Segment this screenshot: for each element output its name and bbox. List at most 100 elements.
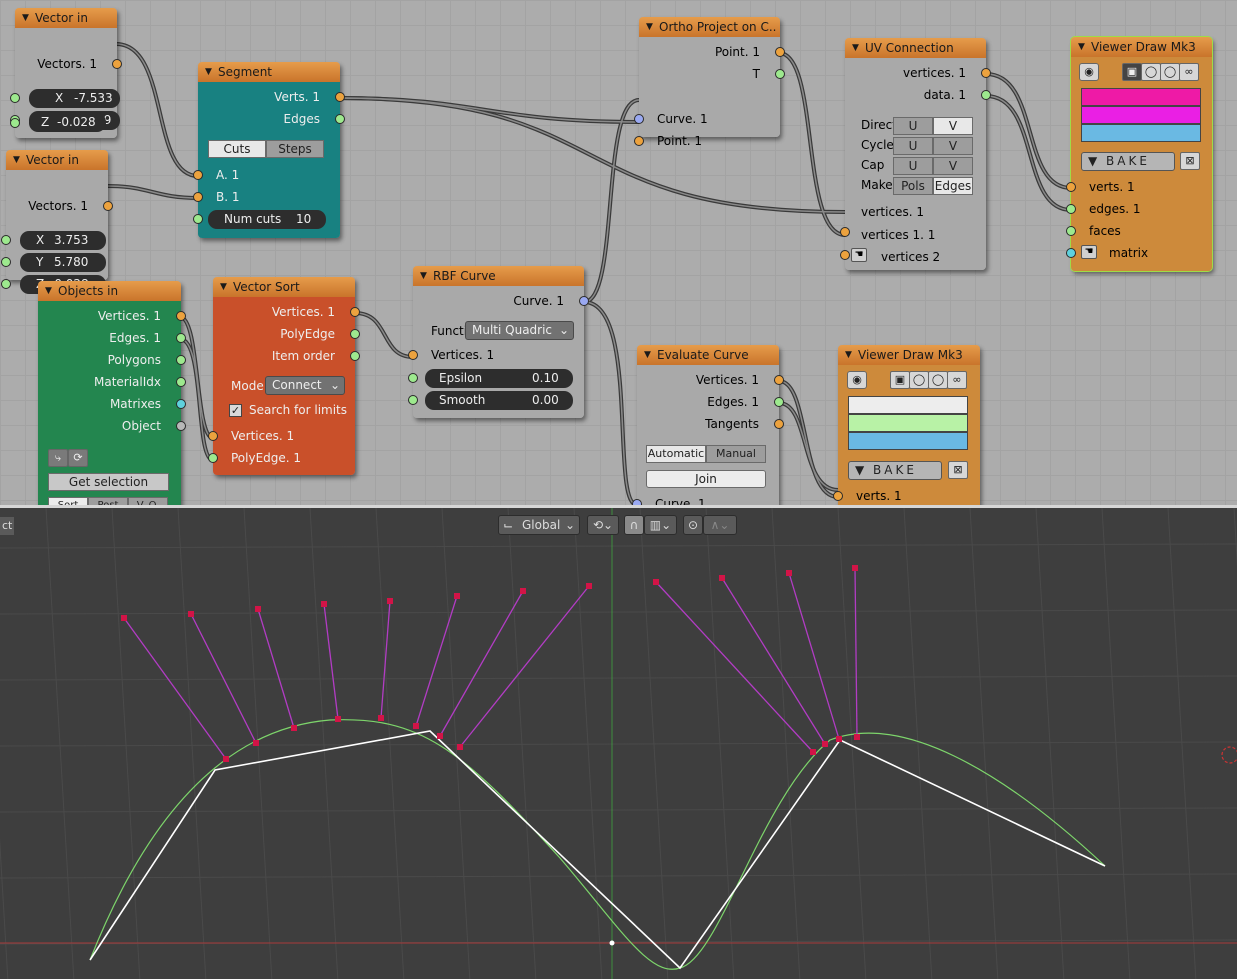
output-edges-socket[interactable]	[176, 333, 186, 343]
collapse-icon[interactable]: ▼	[420, 271, 427, 281]
x-socket[interactable]	[10, 93, 20, 103]
output-matrixes-socket[interactable]	[176, 399, 186, 409]
node-viewer-draw-1[interactable]: ▼Viewer Draw Mk3 ◉ ▣ ◯ ◯ ∞ ▼BAKE ⊠ verts…	[1066, 36, 1213, 272]
snap-toggle[interactable]: ∩	[624, 515, 644, 535]
output-object-socket[interactable]	[176, 421, 186, 431]
input-verts-socket[interactable]	[1066, 182, 1076, 192]
bake-button[interactable]: ▼BAKE	[848, 461, 942, 480]
epsilon-socket[interactable]	[408, 373, 418, 383]
input-polyedge-socket[interactable]	[208, 453, 218, 463]
node-header[interactable]: ▼Segment	[198, 62, 340, 82]
eye-icon[interactable]: ◉	[1079, 63, 1099, 81]
num-cuts-socket[interactable]	[193, 214, 203, 224]
bake-options-icon[interactable]: ⊠	[1180, 152, 1200, 170]
output-vectors-socket[interactable]	[112, 59, 122, 69]
input-curve-socket[interactable]	[634, 114, 644, 124]
cube-icon[interactable]: ▣	[890, 371, 910, 389]
edge-color-swatch[interactable]	[848, 414, 968, 432]
node-header[interactable]: ▼Vector in	[15, 8, 117, 28]
output-data-socket[interactable]	[981, 90, 991, 100]
sort-toggle-icon[interactable]: ⤷	[48, 449, 68, 467]
output-verts-socket[interactable]	[335, 92, 345, 102]
get-selection-button[interactable]: Get selection	[48, 473, 169, 491]
sphere-icon[interactable]: ◯	[909, 371, 929, 389]
manual-mode-button[interactable]: Manual	[706, 445, 766, 463]
node-editor[interactable]: ▼Vector in Vectors. 1 X-7.533 Y4.989 Z-0…	[0, 0, 1237, 505]
output-vectors-socket[interactable]	[103, 201, 113, 211]
collapse-icon[interactable]: ▼	[1078, 42, 1085, 52]
collapse-icon[interactable]: ▼	[852, 43, 859, 53]
collapse-icon[interactable]: ▼	[205, 67, 212, 77]
tab-vo[interactable]: V. O.	[128, 497, 168, 505]
node-header[interactable]: ▼Objects in	[38, 281, 181, 301]
input-curve-socket[interactable]	[632, 499, 642, 505]
input-vertices-1-socket[interactable]	[840, 227, 850, 237]
tab-post[interactable]: Post	[88, 497, 128, 505]
collapse-icon[interactable]: ▼	[644, 350, 651, 360]
node-evaluate-curve[interactable]: ▼Evaluate Curve Vertices. 1 Edges. 1 Tan…	[632, 345, 784, 505]
search-limits-checkbox[interactable]: ✓	[229, 404, 242, 417]
node-header[interactable]: ▼Evaluate Curve	[637, 345, 779, 365]
output-vertices-socket[interactable]	[176, 311, 186, 321]
node-header[interactable]: ▼RBF Curve	[413, 266, 584, 286]
mode-dropdown[interactable]: Connect⌄	[265, 376, 345, 395]
node-segment[interactable]: ▼Segment Verts. 1 Edges Cuts Steps A. 1 …	[193, 62, 345, 238]
proportional-toggle[interactable]: ⊙	[683, 515, 703, 535]
function-dropdown[interactable]: Multi Quadric⌄	[465, 321, 574, 340]
z-field[interactable]: Z-0.028	[29, 113, 106, 132]
z-socket[interactable]	[10, 118, 20, 128]
output-vertices-socket[interactable]	[981, 68, 991, 78]
input-edges-socket[interactable]	[1066, 204, 1076, 214]
node-vector-in-2[interactable]: ▼Vector in Vectors. 1 X3.753 Y5.780 Z-0.…	[1, 150, 113, 294]
collapse-icon[interactable]: ▼	[646, 22, 653, 32]
node-vector-sort[interactable]: ▼Vector Sort Vertices. 1 PolyEdge Item o…	[208, 277, 360, 475]
face-color-swatch[interactable]	[1081, 124, 1201, 142]
node-header[interactable]: ▼Ortho Project on C..	[639, 17, 780, 37]
input-matrix-socket[interactable]	[1066, 248, 1076, 258]
link-icon[interactable]: ∞	[947, 371, 967, 389]
z-socket[interactable]	[1, 279, 11, 289]
cap-u-button[interactable]: U	[893, 157, 933, 175]
steps-mode-button[interactable]: Steps	[266, 140, 324, 158]
matrix-multi-icon[interactable]: ☚	[1081, 245, 1097, 259]
output-vertices-socket[interactable]	[350, 307, 360, 317]
cycle-v-button[interactable]: V	[933, 137, 973, 155]
node-viewer-draw-2[interactable]: ▼Viewer Draw Mk3 ◉ ▣ ◯ ◯ ∞ ▼BAKE ⊠ verts…	[833, 345, 980, 505]
input-b-socket[interactable]	[193, 192, 203, 202]
cap-v-button[interactable]: V	[933, 157, 973, 175]
eye-icon[interactable]: ◉	[847, 371, 867, 389]
smooth-socket[interactable]	[408, 395, 418, 405]
cycle-u-button[interactable]: U	[893, 137, 933, 155]
input-faces-socket[interactable]	[1066, 226, 1076, 236]
link-icon[interactable]: ∞	[1179, 63, 1199, 81]
vertex-color-swatch[interactable]	[848, 396, 968, 414]
output-vertices-socket[interactable]	[774, 375, 784, 385]
direct-v-button[interactable]: V	[933, 117, 973, 135]
direct-u-button[interactable]: U	[893, 117, 933, 135]
input-vertices-11-socket[interactable]	[840, 250, 850, 260]
vertex-color-swatch[interactable]	[1081, 88, 1201, 106]
node-header[interactable]: ▼Vector Sort	[213, 277, 355, 297]
input-vertices-socket[interactable]	[208, 431, 218, 441]
refresh-icon[interactable]: ⟳	[68, 449, 88, 467]
output-point-socket[interactable]	[775, 47, 785, 57]
collapse-icon[interactable]: ▼	[845, 350, 852, 360]
orientation-dropdown[interactable]: ⌙Global⌄	[498, 515, 580, 535]
node-header[interactable]: ▼UV Connection	[845, 38, 986, 58]
multi-socket-icon[interactable]: ☚	[851, 248, 867, 262]
input-a-socket[interactable]	[193, 170, 203, 180]
face-color-swatch[interactable]	[848, 432, 968, 450]
output-item-order-socket[interactable]	[350, 351, 360, 361]
y-socket[interactable]	[1, 257, 11, 267]
node-rbf-curve[interactable]: ▼RBF Curve Curve. 1 Functi Multi Quadric…	[408, 266, 589, 418]
make-pols-button[interactable]: Pols	[893, 177, 933, 195]
node-ortho-project[interactable]: ▼Ortho Project on C.. Point. 1 T Curve. …	[634, 17, 785, 148]
sphere-icon[interactable]: ◯	[1141, 63, 1161, 81]
output-polyedge-socket[interactable]	[350, 329, 360, 339]
output-edges-socket[interactable]	[335, 114, 345, 124]
node-objects-in[interactable]: ▼Objects in Vertices. 1 Edges. 1 Polygon…	[38, 281, 186, 505]
input-vertices-socket[interactable]	[408, 350, 418, 360]
x-field[interactable]: X-7.533	[29, 89, 120, 108]
